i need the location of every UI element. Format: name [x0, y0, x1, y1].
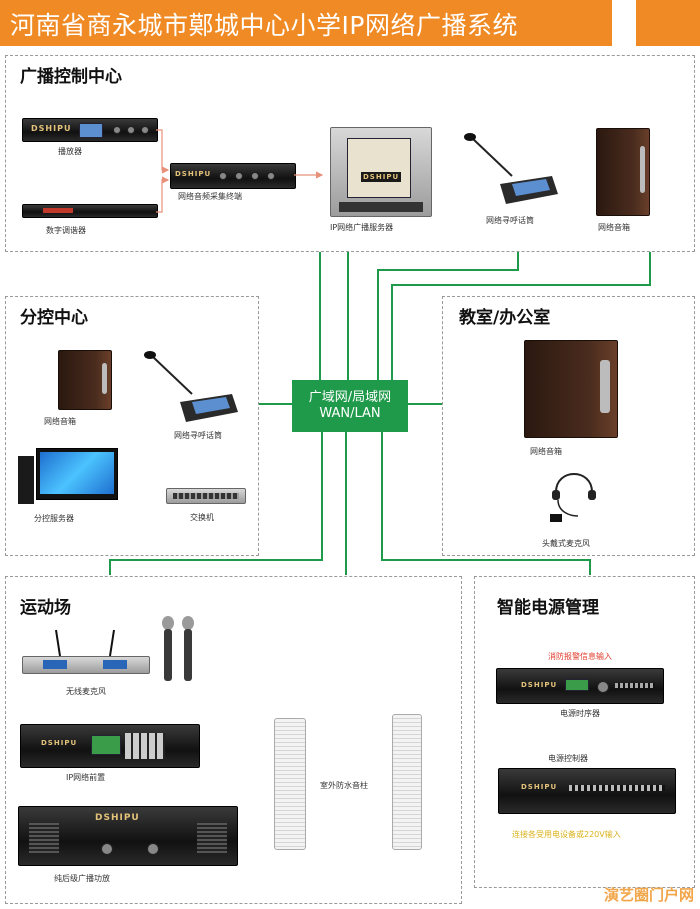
power-amplifier-device: DSHIPU	[18, 806, 238, 866]
amp-grill-left	[29, 823, 59, 853]
speaker-panel	[101, 362, 107, 395]
network-speaker-device	[58, 350, 112, 410]
amp-knob	[147, 843, 159, 855]
label-collector: 网络音频采集终端	[178, 192, 242, 201]
amp-knob	[101, 843, 113, 855]
branch-server-device	[18, 446, 118, 506]
paging-microphone-device	[140, 350, 240, 430]
label-server: IP网络广播服务器	[330, 223, 394, 232]
device-brand: DSHIPU	[95, 813, 140, 823]
outdoor-column-speaker	[274, 718, 306, 850]
ip-broadcast-server-device: DSHIPU	[330, 127, 432, 217]
panel-branch-center: 分控中心	[5, 296, 259, 556]
device-brand: DSHIPU	[31, 124, 72, 133]
label-outdoor-speaker: 室外防水音柱	[320, 781, 368, 790]
watermark: 演艺圈门户网	[603, 886, 694, 904]
receiver-display-right	[103, 660, 127, 669]
media-player-device: DSHIPU	[22, 118, 158, 142]
headset-microphone-device	[544, 462, 604, 526]
device-brand: DSHIPU	[521, 681, 558, 689]
microphone-icon	[162, 616, 194, 681]
monitor-screen	[40, 452, 114, 494]
network-speaker-device	[524, 340, 618, 438]
antenna-icon	[55, 629, 115, 657]
panel-title-classroom: 教室/办公室	[459, 308, 551, 328]
device-brand: DSHIPU	[41, 739, 78, 747]
adapter-keypad	[125, 733, 165, 759]
player-display	[79, 123, 103, 138]
label-paging-station: 网络寻呼话筒	[486, 216, 534, 225]
sequencer-indicators	[615, 683, 655, 688]
network-switch-device	[166, 488, 246, 504]
wan-label-cn: 广域网/局域网	[308, 390, 392, 405]
panel-title-branch: 分控中心	[20, 308, 88, 328]
server-display	[347, 138, 411, 198]
label-amplifier: 纯后级广播功放	[54, 874, 110, 883]
device-brand: DSHIPU	[361, 172, 402, 182]
outdoor-column-speaker	[392, 714, 422, 850]
label-ip-adapter: IP网络前置	[66, 773, 106, 782]
device-brand: DSHIPU	[521, 783, 558, 791]
ip-adapter-device: DSHIPU	[20, 724, 200, 768]
sequencer-knob	[597, 681, 609, 693]
audio-collector-device: DSHIPU	[170, 163, 296, 189]
panel-power-management: 智能电源管理	[474, 576, 695, 888]
device-brand: DSHIPU	[175, 170, 212, 178]
label-switch: 交换机	[190, 513, 214, 522]
paging-microphone-device	[460, 132, 560, 212]
collector-knob	[251, 172, 259, 180]
collector-knob	[219, 172, 227, 180]
collector-knob	[235, 172, 243, 180]
speaker-panel	[600, 360, 610, 413]
tuner-display	[43, 208, 73, 213]
collector-knob	[267, 172, 275, 180]
switch-ports	[173, 493, 239, 499]
label-headset: 头戴式麦克风	[542, 539, 590, 548]
adapter-display	[91, 735, 121, 755]
network-speaker-device	[596, 128, 650, 216]
label-power-controller: 电源控制器	[548, 754, 588, 763]
player-knob	[113, 126, 121, 134]
label-control-speaker: 网络音箱	[598, 223, 630, 232]
wan-label-en: WAN/LAN	[319, 406, 381, 421]
label-branch-speaker: 网络音箱	[44, 417, 76, 426]
label-power-outputs: 连接各受用电设备或220V输入	[512, 830, 621, 839]
label-classroom-speaker: 网络音箱	[530, 447, 562, 456]
pc-tower	[18, 456, 34, 504]
power-sequencer-device: DSHIPU	[496, 668, 664, 704]
wan-lan-hub: 广域网/局域网 WAN/LAN	[292, 380, 408, 432]
player-knob	[141, 126, 149, 134]
server-keyboard	[339, 202, 423, 212]
headset-icon	[550, 473, 596, 522]
receiver-display-left	[43, 660, 67, 669]
label-branch-server: 分控服务器	[34, 514, 74, 523]
panel-title-power: 智能电源管理	[497, 598, 599, 618]
paging-mic-icon	[464, 133, 558, 204]
power-controller-device: DSHIPU	[498, 768, 676, 814]
label-branch-paging: 网络寻呼话筒	[174, 431, 222, 440]
handheld-microphones	[158, 615, 200, 685]
panel-title-sports: 运动场	[20, 598, 71, 618]
monitor	[36, 448, 118, 500]
digital-tuner-device	[22, 204, 158, 218]
label-fire-alarm: 消防报警信息输入	[548, 652, 612, 661]
amp-grill-right	[197, 823, 227, 853]
panel-title-control: 广播控制中心	[20, 67, 122, 87]
sequencer-display	[565, 679, 589, 691]
banner-accent	[636, 0, 700, 46]
paging-mic-icon	[144, 351, 238, 422]
label-timer: 电源时序器	[560, 709, 600, 718]
label-wireless-mic: 无线麦克风	[66, 687, 106, 696]
label-player: 播放器	[58, 147, 82, 156]
title-banner: 河南省商永城市鄚城中心小学IP网络广播系统	[0, 0, 612, 46]
page-title: 河南省商永城市鄚城中心小学IP网络广播系统	[10, 11, 518, 40]
player-knob	[127, 126, 135, 134]
speaker-panel	[639, 146, 645, 194]
label-tuner: 数字调谐器	[46, 226, 86, 235]
controller-switches	[569, 785, 665, 791]
wireless-receiver-device	[22, 656, 150, 674]
